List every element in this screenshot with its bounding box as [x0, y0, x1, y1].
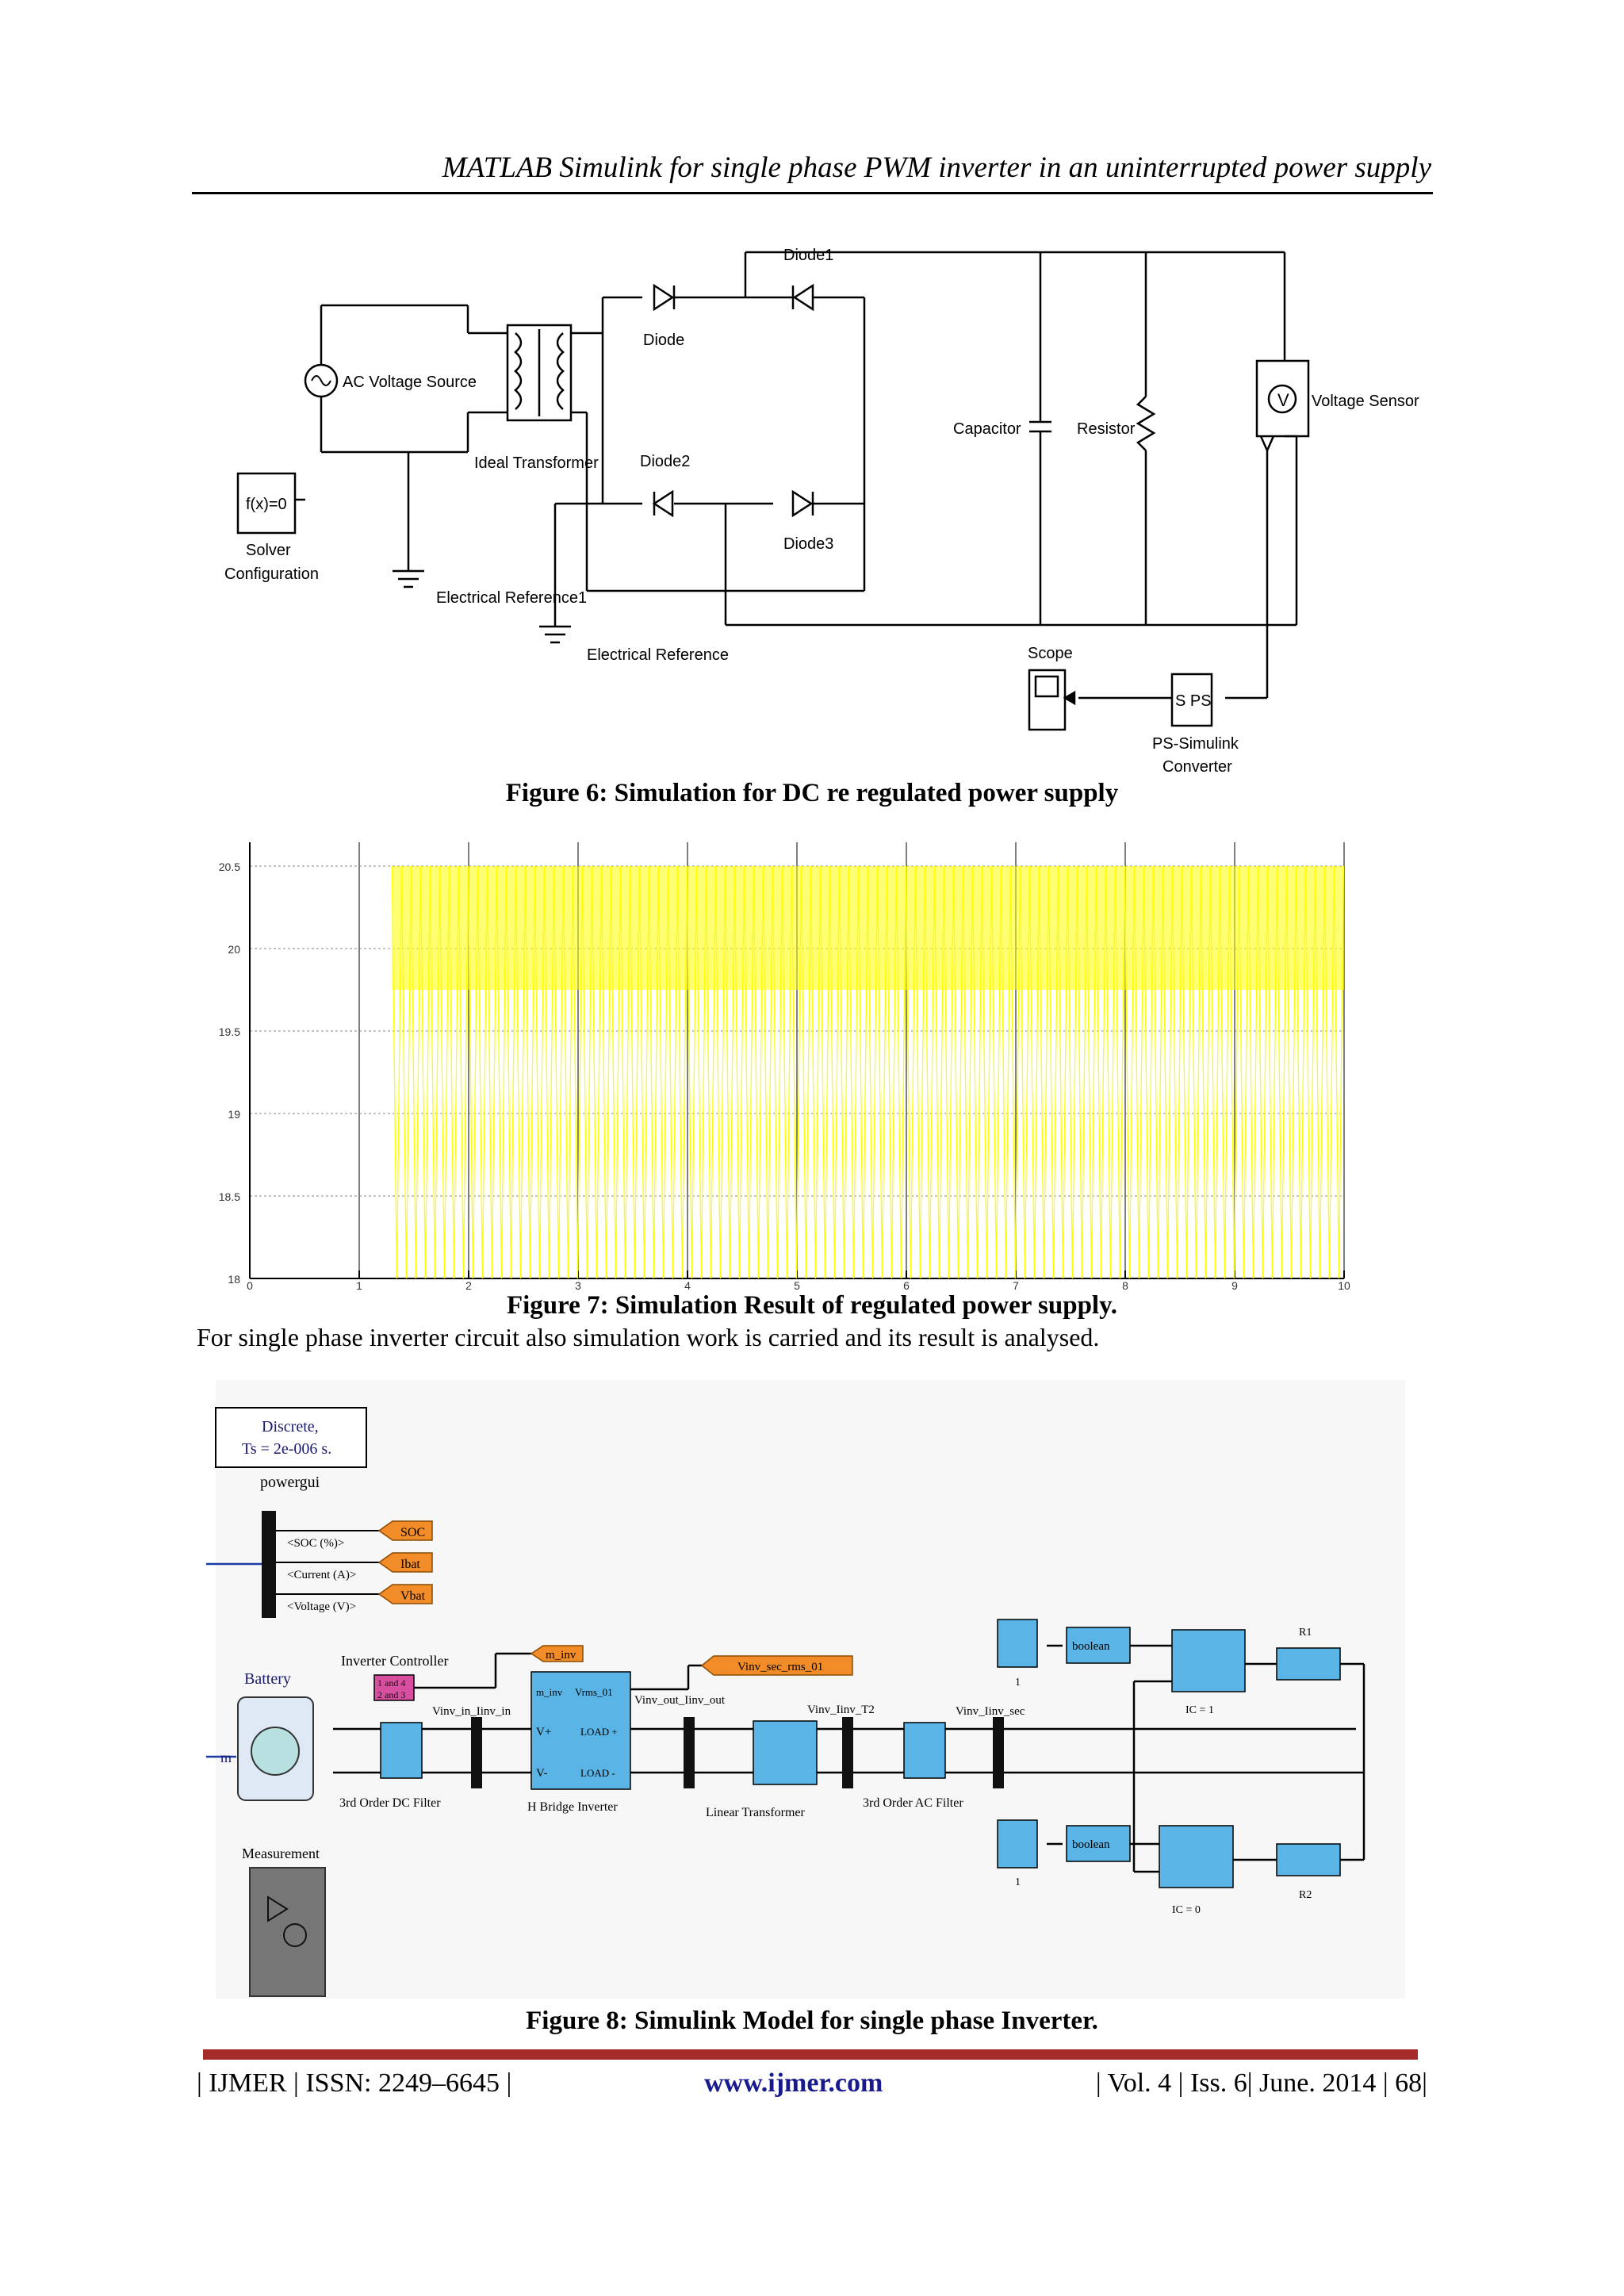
label-ps-simulink: PS-Simulink	[1152, 735, 1239, 753]
label-solver: Solver	[246, 542, 291, 559]
figure8-diagram: Discrete, Ts = 2e-006 s. powergui <SOC (…	[206, 1380, 1405, 1999]
label-boolean-2: boolean	[1072, 1838, 1110, 1851]
label-ic0: IC = 0	[1172, 1904, 1201, 1916]
label-ic1: IC = 1	[1185, 1704, 1214, 1716]
label-one-1: 1	[1015, 1677, 1021, 1688]
label-current-signal: <Current (A)>	[287, 1569, 356, 1581]
figure6-diagram: Diode1 Diode Diode2 Diode3 AC Voltage So…	[224, 247, 1419, 776]
body-paragraph: For single phase inverter circuit also s…	[197, 1323, 1100, 1351]
running-header: MATLAB Simulink for single phase PWM inv…	[442, 151, 1431, 184]
x-tick-label: 5	[794, 1279, 800, 1292]
footer-rule	[203, 2049, 1418, 2060]
tag-ibat: Ibat	[400, 1558, 420, 1571]
footer-issn: | IJMER | ISSN: 2249–6645 |	[197, 2068, 512, 2098]
footer-volume: | Vol. 4 | Iss. 6| June. 2014 | 68|	[1095, 2068, 1427, 2098]
label-ac-filter: 3rd Order AC Filter	[863, 1796, 963, 1810]
label-hb-loadplus: LOAD +	[580, 1726, 618, 1738]
svg-text:V: V	[1277, 390, 1289, 410]
tag-vbat: Vbat	[400, 1589, 426, 1603]
y-tick-label: 18.5	[219, 1190, 240, 1203]
x-tick-label: 1	[356, 1279, 362, 1292]
label-vinv-sec: Vinv_Iinv_sec	[956, 1705, 1025, 1718]
tag-vinv-rms: Vinv_sec_rms_01	[737, 1661, 823, 1673]
tag-soc: SOC	[400, 1526, 425, 1539]
label-soc-signal: <SOC (%)>	[287, 1537, 344, 1550]
label-ps-box: S PS	[1175, 692, 1212, 710]
label-vinv-in: Vinv_in_Iinv_in	[432, 1705, 511, 1718]
label-electrical-reference1: Electrical Reference1	[436, 589, 587, 607]
footer-website-link[interactable]: www.ijmer.com	[704, 2068, 883, 2098]
label-one-2: 1	[1015, 1876, 1021, 1888]
x-tick-label: 3	[575, 1279, 581, 1292]
x-tick-label: 2	[465, 1279, 472, 1292]
x-tick-label: 10	[1338, 1279, 1350, 1292]
label-inverter-controller: Inverter Controller	[341, 1653, 448, 1669]
y-tick-label: 19.5	[219, 1025, 240, 1038]
label-linear-transformer: Linear Transformer	[706, 1806, 806, 1819]
label-voltage-signal: <Voltage (V)>	[287, 1600, 356, 1613]
label-vinv-out: Vinv_out_Iinv_out	[634, 1694, 726, 1707]
x-tick-label: 9	[1231, 1279, 1238, 1292]
label-resistor: Resistor	[1077, 420, 1136, 438]
label-ideal-transformer: Ideal Transformer	[474, 454, 599, 472]
label-converter: Converter	[1162, 758, 1232, 776]
label-discrete: Discrete,	[262, 1418, 319, 1435]
y-tick-label: 20.5	[219, 861, 240, 873]
label-r1: R1	[1299, 1627, 1312, 1639]
label-battery: Battery	[244, 1670, 291, 1688]
label-powergui: powergui	[260, 1474, 320, 1491]
x-tick-label: 4	[684, 1279, 691, 1292]
label-capacitor: Capacitor	[953, 420, 1021, 438]
label-hb-loadminus: LOAD -	[580, 1767, 615, 1779]
figure7-caption: Figure 7: Simulation Result of regulated…	[506, 1291, 1118, 1320]
label-solver-box: f(x)=0	[246, 496, 287, 513]
x-tick-label: 6	[903, 1279, 910, 1292]
label-voltage-sensor: Voltage Sensor	[1312, 393, 1419, 410]
tag-m-inv: m_inv	[546, 1649, 576, 1662]
x-tick-label: 8	[1122, 1279, 1128, 1292]
x-tick-label: 7	[1013, 1279, 1019, 1292]
figure8-caption: Figure 8: Simulink Model for single phas…	[526, 2007, 1098, 2035]
label-electrical-reference: Electrical Reference	[587, 646, 729, 664]
label-hb-vplus: V+	[536, 1726, 551, 1738]
label-hb-vminus: V-	[536, 1767, 547, 1780]
y-tick-label: 19	[228, 1108, 240, 1121]
label-diode: Diode	[643, 332, 684, 349]
label-configuration: Configuration	[224, 565, 319, 583]
label-ctrl-1: 1 and 4	[377, 1677, 405, 1688]
label-r2: R2	[1299, 1889, 1312, 1901]
y-tick-label: 20	[228, 943, 240, 956]
label-dc-filter: 3rd Order DC Filter	[339, 1796, 441, 1810]
label-boolean-1: boolean	[1072, 1640, 1110, 1653]
label-ac-voltage-source: AC Voltage Source	[343, 374, 477, 391]
label-hb-vrms: Vrms_01	[575, 1686, 613, 1698]
label-h-bridge: H Bridge Inverter	[527, 1800, 618, 1814]
label-ctrl-2: 2 and 3	[377, 1689, 405, 1700]
label-vinv-t2: Vinv_Iinv_T2	[807, 1704, 875, 1716]
label-diode1: Diode1	[783, 247, 833, 264]
figure6-caption: Figure 6: Simulation for DC re regulated…	[505, 779, 1119, 807]
figure7-chart: 18 18.5 19 19.5 20 20.5 0 1 2 3 4 5 6 7 8 9 10	[190, 834, 1364, 1294]
label-m: m	[220, 1750, 232, 1765]
header-rule	[192, 192, 1433, 194]
label-diode2: Diode2	[640, 453, 690, 470]
label-hb-m: m_inv	[536, 1686, 563, 1698]
label-diode3: Diode3	[783, 535, 833, 553]
label-scope: Scope	[1028, 645, 1073, 662]
label-measurement: Measurement	[242, 1846, 320, 1861]
x-tick-label: 0	[247, 1279, 253, 1292]
label-ts: Ts = 2e-006 s.	[242, 1440, 331, 1458]
signal-dense-band	[392, 866, 1344, 990]
y-tick-label: 18	[228, 1273, 240, 1286]
